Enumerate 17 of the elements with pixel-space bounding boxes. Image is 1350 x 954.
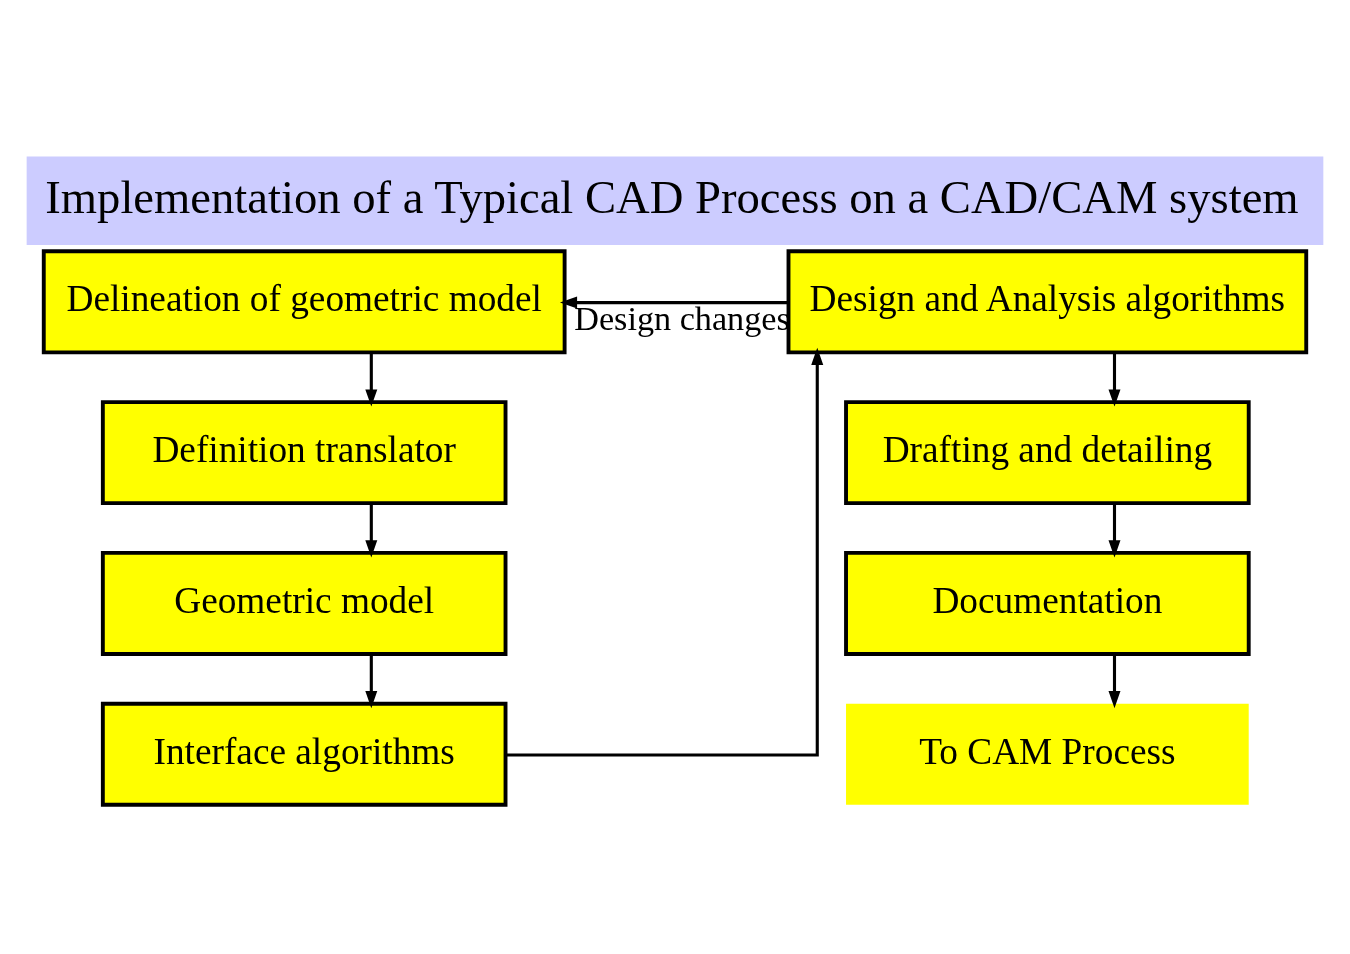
arrow	[506, 347, 824, 757]
node-box: Documentation	[844, 550, 1251, 656]
node-box: Delineation of geometric model	[41, 248, 567, 354]
arrow	[559, 296, 789, 309]
arrow	[1108, 653, 1121, 708]
node-box: Definition translator	[100, 399, 508, 505]
arrow	[1108, 502, 1121, 557]
arrow	[365, 653, 378, 708]
node-box: Interface algorithms	[100, 701, 508, 807]
arrow	[1108, 351, 1121, 407]
arrow	[365, 502, 378, 557]
node-box: Design and Analysis algorithms	[786, 248, 1309, 354]
node-box: Geometric model	[100, 550, 508, 656]
arrow	[365, 351, 378, 407]
node-box: To CAM Process	[846, 703, 1249, 805]
diagram-title: Implementation of a Typical CAD Process on a CAD/CAM system	[45, 170, 1299, 223]
node-box: Drafting and detailing	[844, 399, 1251, 505]
